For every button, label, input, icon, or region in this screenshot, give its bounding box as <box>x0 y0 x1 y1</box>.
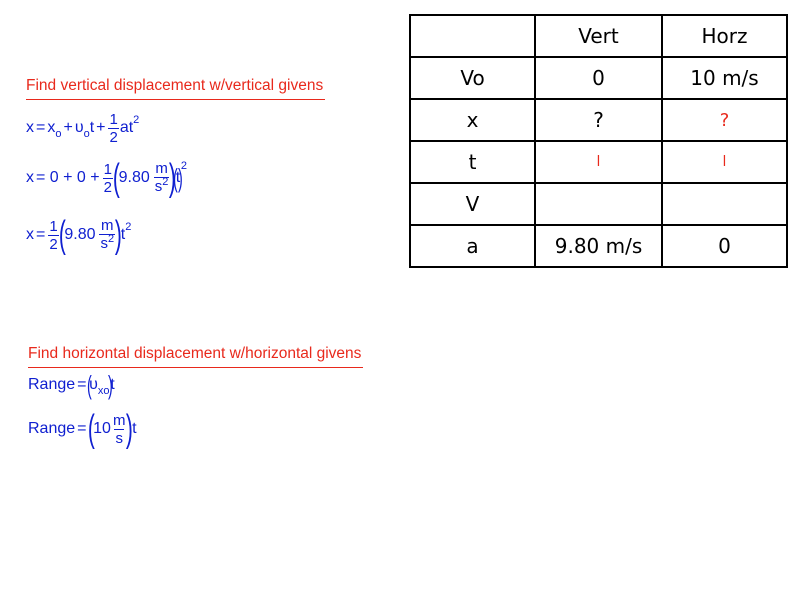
eq-denominator: 2 <box>108 127 119 146</box>
eq-paren-open: ( <box>172 163 178 193</box>
row-label: x <box>409 98 536 142</box>
eq-denominator: s <box>114 428 124 447</box>
eq-paren-open: ( <box>87 408 95 450</box>
eq-superscript: 2 <box>180 160 187 172</box>
cell-horz: ? <box>661 98 788 142</box>
eq-symbol: s <box>100 234 108 252</box>
row-label: V <box>409 182 536 226</box>
cell-vert: l <box>534 140 663 184</box>
eq-fraction: 1 2 <box>102 160 113 196</box>
table-row-x: x ? ? <box>409 98 788 142</box>
eq-symbol: + <box>96 119 106 136</box>
eq-paren-open: ( <box>86 370 92 400</box>
table-header-empty <box>409 14 536 58</box>
eq-numerator: m <box>101 216 114 234</box>
eq-symbol: = 0 + 0 + <box>36 169 100 186</box>
vertical-heading: Find vertical displacement w/vertical gi… <box>26 77 326 100</box>
eq-symbol: υ <box>89 376 98 393</box>
eq-paren-close: ) <box>178 163 183 193</box>
eq-superscript: 2 <box>133 114 140 126</box>
row-label: Vo <box>409 56 536 100</box>
eq-symbol: t <box>175 169 181 186</box>
eq-denominator: s2 <box>153 175 170 197</box>
eq-paren-open: ( <box>58 214 66 256</box>
table-header-vert: Vert <box>534 14 663 58</box>
eq-paren-close: ) <box>114 214 122 256</box>
eq-numerator: 1 <box>103 160 112 178</box>
givens-table: Vert Horz Vo 0 10 m/s x ? ? t l l V a 9.… <box>409 14 788 268</box>
eq-symbol: t <box>132 420 137 437</box>
table-row-v: V <box>409 182 788 226</box>
eq-fraction: 1 2 <box>48 217 59 253</box>
eq-numerator: m <box>112 411 126 429</box>
eq-paren-close: ) <box>107 370 113 400</box>
eq-symbol: x <box>26 119 34 136</box>
eq-symbol: 9.80 <box>118 169 150 186</box>
cell-vert: ? <box>534 98 663 142</box>
eq-fraction: 1 2 <box>108 110 119 146</box>
eq-symbol: Range <box>28 420 76 437</box>
cell-horz: l <box>661 140 788 184</box>
eq-symbol: = <box>36 226 46 243</box>
eq-subscript: o <box>83 128 90 140</box>
eq-symbol: υ <box>74 119 84 136</box>
eq-symbol: at <box>119 119 134 136</box>
eq-symbol: = <box>77 376 87 393</box>
eq-symbol: Range <box>28 376 76 393</box>
table-header-row: Vert Horz <box>409 14 788 58</box>
eq-superscript: 2 <box>162 175 169 188</box>
cell-horz: 10 m/s <box>661 56 788 100</box>
eq-subscript: xo <box>97 385 110 397</box>
eq-symbol: 9.80 <box>64 226 96 243</box>
eq-symbol: x <box>26 226 34 243</box>
table-row-vo: Vo 0 10 m/s <box>409 56 788 100</box>
eq-numerator: m <box>155 159 168 177</box>
eq-symbol: t <box>110 376 115 393</box>
eq-symbol: t <box>120 226 126 243</box>
eq-fraction: m s <box>112 412 127 447</box>
row-label: a <box>409 224 536 268</box>
eq-symbol: x <box>26 169 34 186</box>
table-header-horz: Horz <box>661 14 788 58</box>
eq-symbol: x <box>47 119 56 136</box>
horizontal-heading: Find horizontal displacement w/horizonta… <box>28 345 364 368</box>
eq-symbol: t <box>89 119 95 136</box>
eq-symbol: + <box>63 119 73 136</box>
eq-numerator: 1 <box>109 110 118 128</box>
eq-paren-close: ) <box>169 157 177 199</box>
eq-symbol: = <box>77 420 87 437</box>
eq-symbol: = <box>36 119 46 136</box>
vertical-equation-2: x = 0 + 0 + 1 2 ( 9.80 m s2 ) ( t )2 <box>26 153 187 203</box>
cell-vert: 0 <box>534 56 663 100</box>
eq-symbol: s <box>154 177 163 195</box>
eq-superscript: 2 <box>125 221 132 233</box>
table-row-a: a 9.80 m/s 0 <box>409 224 788 268</box>
eq-denominator: s2 <box>99 232 116 254</box>
eq-subscript: o <box>55 128 62 140</box>
cell-horz <box>661 182 788 226</box>
eq-denominator: 2 <box>102 177 113 196</box>
table-row-t: t l l <box>409 140 788 184</box>
row-label: t <box>409 140 536 184</box>
eq-denominator: 2 <box>48 234 59 253</box>
cell-vert: 9.80 m/s <box>534 224 663 268</box>
horizontal-equation-2: Range = ( 10 m s ) t <box>28 404 137 454</box>
eq-numerator: 1 <box>49 217 58 235</box>
eq-paren-open: ( <box>112 157 120 199</box>
eq-superscript: 2 <box>107 232 115 245</box>
eq-paren-close: ) <box>126 408 134 450</box>
cell-vert <box>534 182 663 226</box>
eq-fraction: m s2 <box>153 159 170 197</box>
eq-symbol: 10 <box>93 420 111 437</box>
eq-fraction: m s2 <box>99 216 116 254</box>
cell-horz: 0 <box>661 224 788 268</box>
